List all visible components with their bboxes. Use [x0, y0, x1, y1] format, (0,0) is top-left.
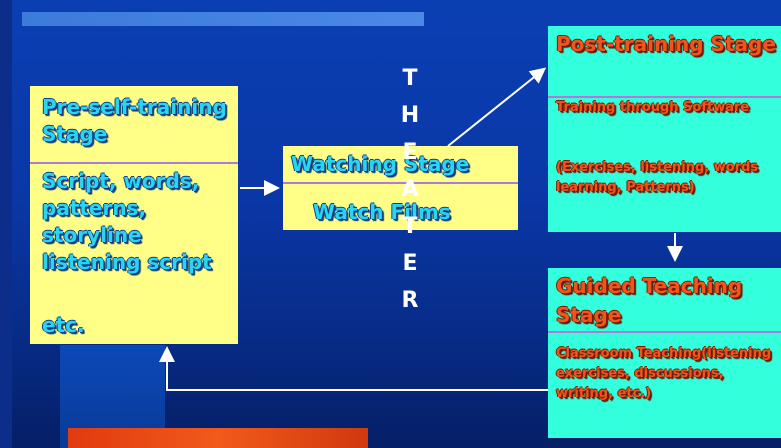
arrow-watching-to-post: [447, 67, 547, 147]
pre-self-training-etc: etc.: [42, 313, 85, 337]
post-training-box: Post-training Stage Training through Sof…: [548, 26, 781, 232]
watching-stage-title: Watching Stage: [291, 152, 470, 176]
pre-self-training-box: Pre-self-training Stage Script, words, p…: [30, 86, 238, 344]
post-training-details: (Exercises, listening, words learning, P…: [556, 160, 759, 195]
theater-letter: R: [401, 288, 419, 313]
left-edge-bar: [0, 0, 12, 448]
pre-self-training-title: Pre-self-training Stage: [42, 95, 227, 146]
theater-letter: H: [400, 103, 420, 128]
top-accent-bar: [22, 12, 424, 26]
theater-letter: T: [402, 214, 418, 239]
theater-letter: E: [402, 251, 418, 276]
post-training-body: Training through Software: [556, 100, 750, 115]
guided-teaching-divider: [548, 331, 781, 333]
pre-self-training-body: Script, words, patterns, storyline liste…: [42, 169, 212, 274]
theater-vertical-label: T H E A T E R: [390, 60, 430, 319]
theater-letter: T: [402, 66, 418, 91]
guided-teaching-box: Guided Teaching Stage Classroom Teaching…: [548, 268, 781, 438]
guided-teaching-body: Classroom Teaching(listening exercises, …: [556, 346, 772, 401]
theater-letter: A: [401, 177, 419, 202]
bottom-red-bar: [68, 428, 368, 448]
post-training-title: Post-training Stage: [556, 32, 776, 56]
watching-stage-body: Watch Films: [313, 200, 451, 224]
guided-teaching-title: Guided Teaching Stage: [556, 274, 743, 327]
post-training-divider: [548, 96, 781, 98]
watching-stage-box: Watching Stage Watch Films: [283, 146, 518, 230]
pre-self-training-divider: [30, 162, 238, 164]
theater-letter: E: [402, 140, 418, 165]
arrow-guided-to-pre: [159, 346, 548, 391]
watching-stage-divider: [283, 182, 518, 184]
